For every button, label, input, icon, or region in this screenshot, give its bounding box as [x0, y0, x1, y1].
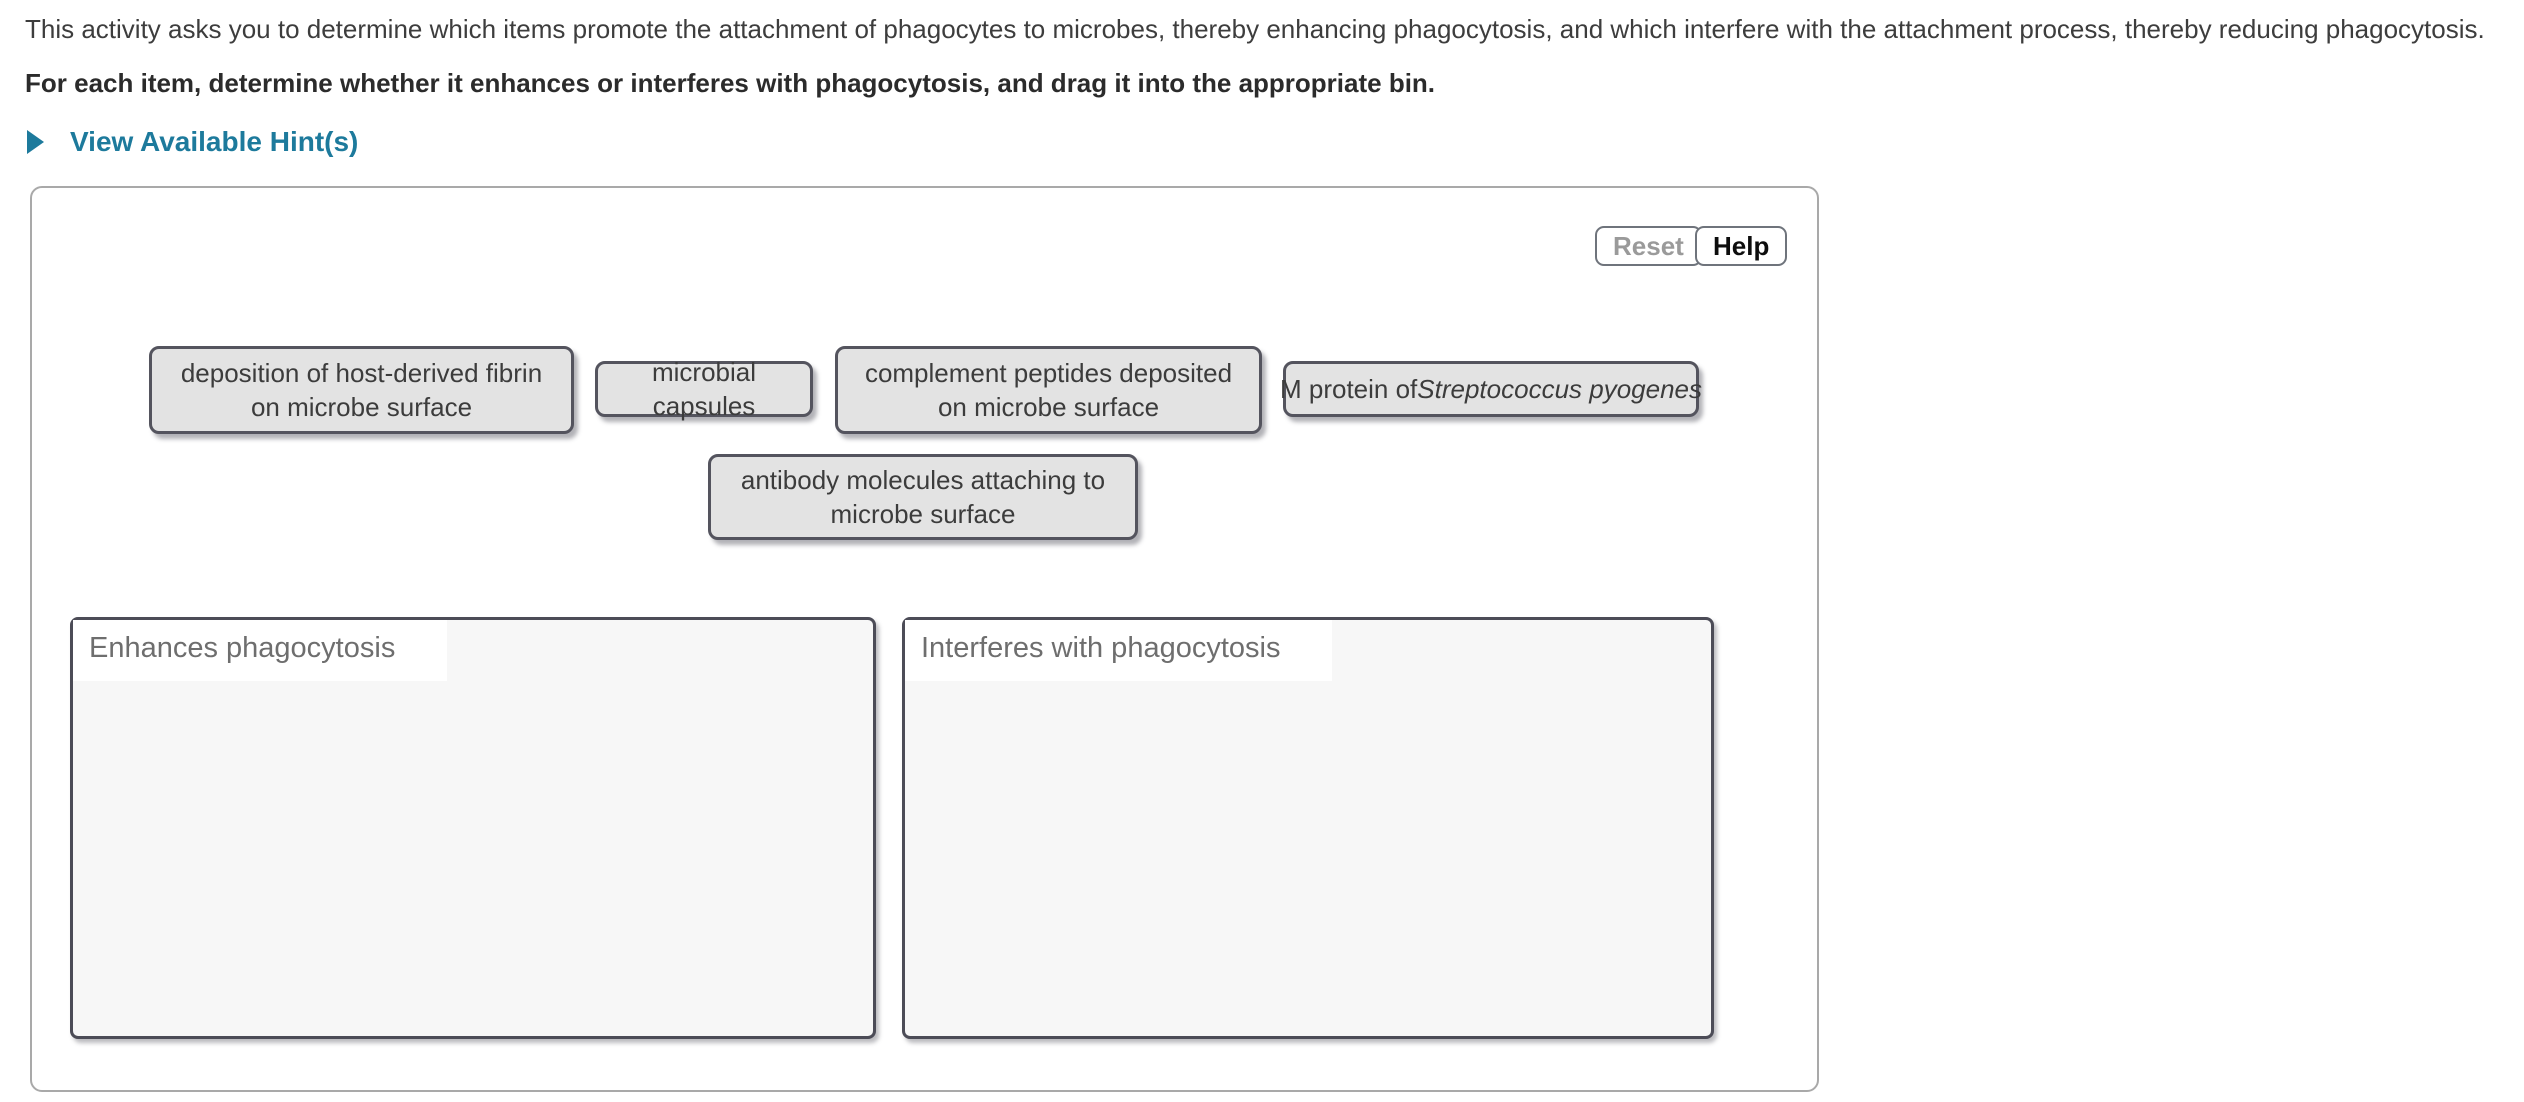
drag-item-fibrin-deposition[interactable]: deposition of host-derived fibrin on mic… [149, 346, 574, 434]
hint-expander-icon[interactable] [27, 130, 44, 154]
drag-item-m-protein[interactable]: M protein of Streptococcus pyogenes [1279, 361, 1703, 417]
drag-item-antibody-molecules[interactable]: antibody molecules attaching to microbe … [708, 454, 1138, 540]
help-button[interactable]: Help [1695, 226, 1788, 266]
bin-interferes-label: Interferes with phagocytosis [905, 620, 1333, 681]
drag-item-m-protein-text: M protein of [1279, 373, 1418, 404]
activity-instruction: For each item, determine whether it enha… [25, 68, 1436, 98]
activity-panel: Reset Help deposition of host-derived fi… [30, 186, 1819, 1092]
drag-item-m-protein-species: Streptococcus pyogenes [1417, 373, 1703, 404]
activity-description: This activity asks you to determine whic… [25, 14, 2485, 44]
drag-item-complement-peptides[interactable]: complement peptides deposited on microbe… [835, 346, 1262, 434]
reset-button[interactable]: Reset [1595, 226, 1702, 266]
drag-item-microbial-capsules[interactable]: microbial capsules [595, 357, 813, 421]
hints-row: View Available Hint(s) [27, 126, 358, 158]
bin-interferes-phagocytosis[interactable]: Interferes with phagocytosis [902, 617, 1714, 1039]
bin-enhances-label: Enhances phagocytosis [73, 620, 448, 681]
bin-enhances-phagocytosis[interactable]: Enhances phagocytosis [70, 617, 876, 1039]
view-hints-link[interactable]: View Available Hint(s) [70, 126, 359, 157]
